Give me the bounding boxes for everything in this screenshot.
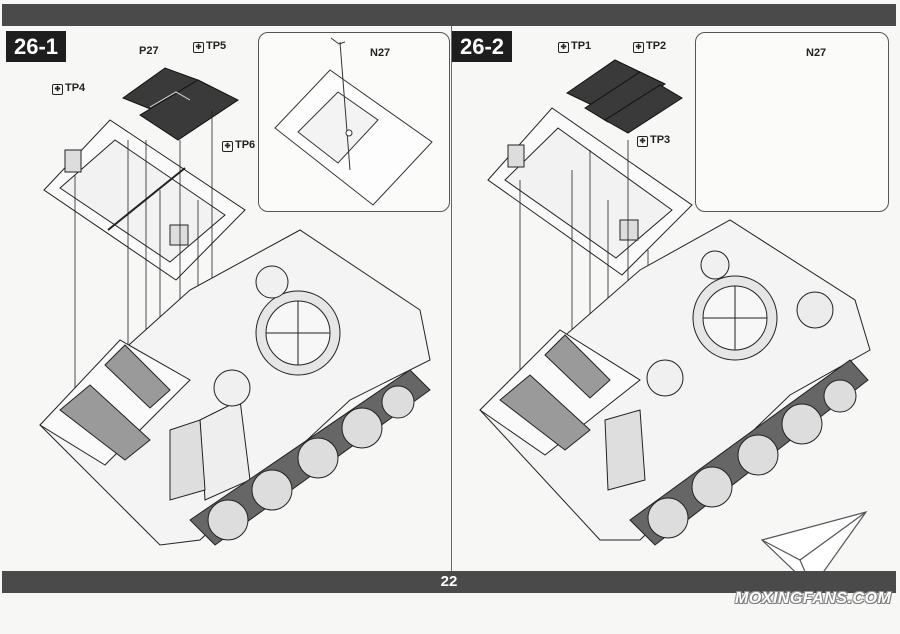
part-n27-label-left: N27	[370, 47, 391, 59]
step-label-26-2: 26-2	[452, 31, 513, 62]
top-bar	[2, 4, 896, 26]
detail-hatch-plate-left	[274, 37, 433, 206]
part-tp6-text: TP6	[235, 139, 256, 151]
guide-lines-right	[519, 140, 649, 375]
detail-inset-26-2	[695, 32, 889, 212]
photo-etch-icon: ✤	[633, 42, 644, 53]
part-tp6-label: ✤TP6	[222, 139, 255, 152]
part-tp1-text: TP1	[571, 40, 592, 52]
photo-etch-icon: ✤	[193, 42, 204, 53]
part-tp4-text: TP4	[65, 82, 86, 94]
part-tp1-label: ✤TP1	[558, 40, 591, 53]
exploded-hatch-left	[43, 119, 246, 281]
page-divider	[451, 26, 452, 571]
photo-etch-icon: ✤	[558, 42, 569, 53]
photo-etch-icon: ✤	[52, 84, 63, 95]
page-number: 22	[440, 573, 458, 590]
part-tp3-text: TP3	[650, 134, 671, 146]
part-tp2-label: ✤TP2	[633, 40, 666, 53]
photo-etch-plates-right	[566, 59, 683, 134]
part-p27-label: P27	[139, 45, 159, 57]
watermark-text: MOXINGFANS.COM	[735, 590, 892, 607]
photo-etch-icon: ✤	[222, 141, 233, 152]
photo-etch-plates-left	[121, 67, 239, 141]
part-tp2-text: TP2	[646, 40, 667, 52]
part-tp5-text: TP5	[206, 40, 227, 52]
part-tp5-label: ✤TP5	[193, 40, 226, 53]
part-tp4-label: ✤TP4	[52, 82, 85, 95]
part-n27-label-right: N27	[806, 47, 827, 59]
vehicle-hull-left	[39, 229, 431, 546]
step-label-26-1: 26-1	[6, 31, 67, 62]
part-tp3-label: ✤TP3	[637, 134, 670, 147]
photo-etch-icon: ✤	[637, 136, 648, 147]
vehicle-hull-right	[479, 219, 871, 546]
bottom-bar: 22	[2, 571, 896, 593]
